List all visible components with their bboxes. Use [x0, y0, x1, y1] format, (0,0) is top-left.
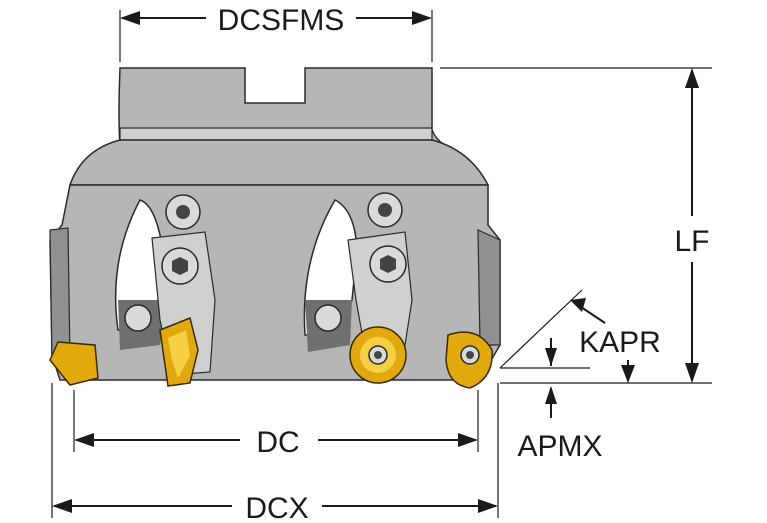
label-dc: DC — [256, 426, 299, 459]
dimension-dc: DC — [74, 426, 478, 459]
side-screw-1 — [124, 304, 152, 332]
clamp-screw-1 — [165, 194, 201, 230]
clamp-screw-2 — [367, 192, 403, 228]
label-lf: LF — [674, 225, 709, 258]
round-insert-1 — [159, 316, 199, 387]
dimension-dcx: DCX — [52, 492, 498, 523]
side-screw-2 — [314, 304, 342, 332]
dimension-dcsfms: DCSFMS — [120, 4, 432, 37]
dimension-kapr: KAPR — [545, 298, 661, 383]
label-apmx: APMX — [517, 430, 602, 463]
label-dcsfms: DCSFMS — [218, 4, 345, 37]
label-dcx: DCX — [245, 492, 308, 523]
dimension-lf: LF — [674, 68, 710, 383]
hex-screw-1 — [161, 247, 199, 285]
hex-screw-2 — [369, 245, 407, 283]
round-insert-left-edge — [49, 341, 99, 386]
extension-lines — [51, 10, 712, 518]
hub-band — [119, 127, 433, 141]
cutter-shoulder — [68, 139, 490, 186]
round-insert-2 — [349, 326, 407, 384]
right-flute — [477, 229, 501, 346]
label-kapr: KAPR — [579, 326, 661, 359]
milling-cutter — [49, 67, 501, 389]
chip-pocket-1 — [114, 199, 166, 331]
dimension-apmx: APMX — [517, 386, 603, 463]
round-insert-3 — [445, 331, 493, 389]
